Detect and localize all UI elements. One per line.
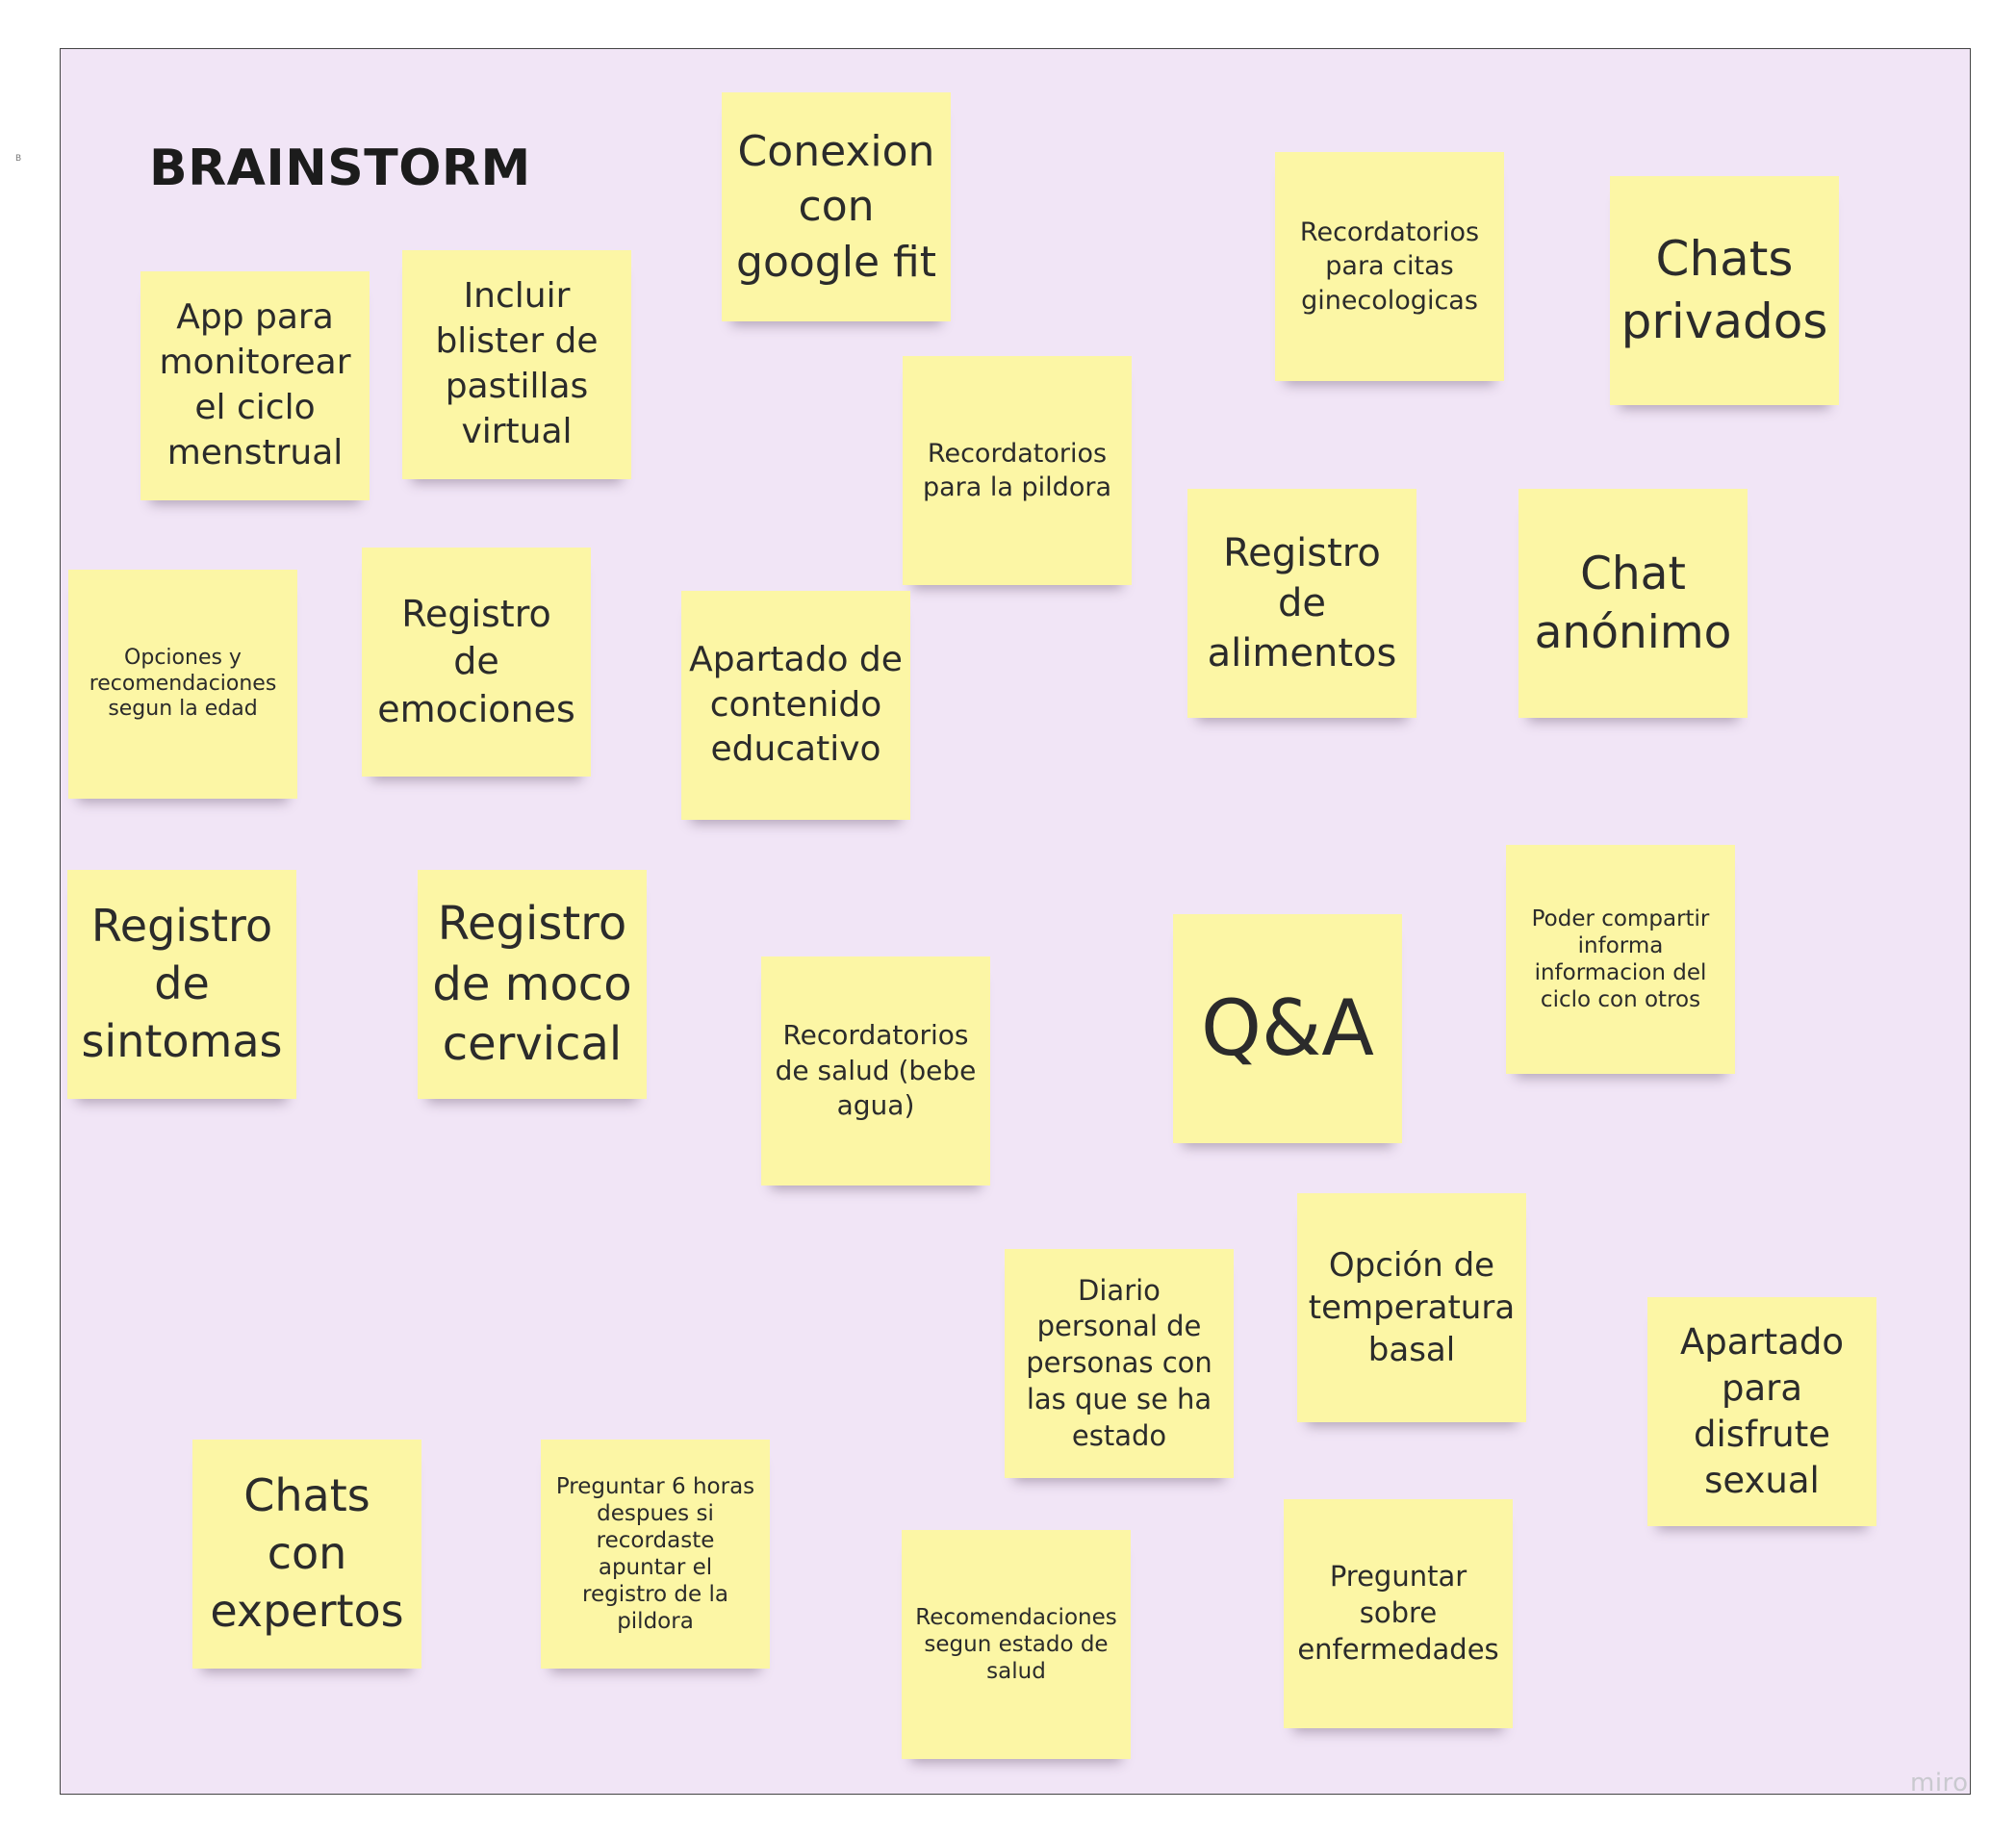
note-text: Conexion con google fit xyxy=(736,127,936,287)
sticky-note-qa[interactable]: Q&A xyxy=(1173,914,1402,1143)
sticky-note-recordatorios-citas[interactable]: Recordatorios para citas ginecologicas xyxy=(1275,152,1504,381)
note-text: Recomendaciones segun estado de salud xyxy=(915,1604,1117,1685)
note-text: Q&A xyxy=(1200,983,1375,1073)
note-text: Opción de temperatura basal xyxy=(1308,1245,1516,1370)
note-text: Recordatorios para la pildora xyxy=(923,438,1111,502)
note-text: Recordatorios de salud (bebe agua) xyxy=(775,1019,977,1122)
sticky-note-chats-expertos[interactable]: Chats con expertos xyxy=(192,1440,421,1669)
sticky-note-chats-privados[interactable]: Chats privados xyxy=(1610,176,1839,405)
sticky-note-recordatorios-pildora[interactable]: Recordatorios para la pildora xyxy=(903,356,1132,585)
note-text: Opciones y recomendaciones segun la edad xyxy=(89,645,277,722)
note-text: Diario personal de personas con las que … xyxy=(1026,1273,1212,1452)
note-text: Recordatorios para citas ginecologicas xyxy=(1299,217,1480,316)
note-text: Chats con expertos xyxy=(210,1469,404,1637)
note-text: Registro de moco cervical xyxy=(432,897,632,1072)
sticky-note-google-fit[interactable]: Conexion con google fit xyxy=(722,92,951,321)
note-text: Poder compartir informa informacion del … xyxy=(1531,905,1710,1013)
note-text: Preguntar 6 horas despues si recordaste … xyxy=(555,1473,755,1635)
sticky-note-preguntar-enfermedades[interactable]: Preguntar sobre enfermedades xyxy=(1284,1499,1513,1728)
note-text: Apartado para disfrute sexual xyxy=(1680,1320,1844,1502)
note-text: Registro de alimentos xyxy=(1207,531,1397,676)
sticky-note-registro-sintomas[interactable]: Registro de sintomas xyxy=(67,870,296,1099)
sticky-note-chat-anonimo[interactable]: Chat anónimo xyxy=(1518,489,1748,718)
sticky-note-disfrute-sexual[interactable]: Apartado para disfrute sexual xyxy=(1647,1297,1876,1526)
note-text: Registro de sintomas xyxy=(81,900,283,1067)
note-text: Preguntar sobre enfermedades xyxy=(1297,1560,1499,1666)
note-text: Incluir blister de pastillas virtual xyxy=(435,276,599,451)
sticky-note-compartir-ciclo[interactable]: Poder compartir informa informacion del … xyxy=(1506,845,1735,1074)
sticky-note-recordatorios-salud[interactable]: Recordatorios de salud (bebe agua) xyxy=(761,956,990,1186)
sticky-note-blister-virtual[interactable]: Incluir blister de pastillas virtual xyxy=(402,250,631,479)
sticky-note-registro-alimentos[interactable]: Registro de alimentos xyxy=(1187,489,1416,718)
miro-logo: miro xyxy=(1910,1769,1969,1798)
sticky-note-app-monitor[interactable]: App para monitorear el ciclo menstrual xyxy=(140,271,370,500)
sticky-note-registro-emociones[interactable]: Registro de emociones xyxy=(362,548,591,777)
note-text: Chats privados xyxy=(1620,231,1828,349)
sticky-note-temperatura-basal[interactable]: Opción de temperatura basal xyxy=(1297,1193,1526,1422)
sticky-note-preguntar-6-horas[interactable]: Preguntar 6 horas despues si recordaste … xyxy=(541,1440,770,1669)
note-text: Registro de emociones xyxy=(377,592,575,730)
note-text: App para monitorear el ciclo menstrual xyxy=(159,297,351,472)
sticky-note-recomendaciones-salud[interactable]: Recomendaciones segun estado de salud xyxy=(902,1530,1131,1759)
board-title: BRAINSTORM xyxy=(149,140,531,197)
sticky-note-opciones-edad[interactable]: Opciones y recomendaciones segun la edad xyxy=(68,570,297,799)
sticky-note-contenido-educativo[interactable]: Apartado de contenido educativo xyxy=(681,591,910,820)
frame-tag-label: B xyxy=(15,154,22,164)
sticky-note-diario-personal[interactable]: Diario personal de personas con las que … xyxy=(1005,1249,1234,1478)
note-text: Apartado de contenido educativo xyxy=(689,639,903,770)
sticky-note-registro-moco[interactable]: Registro de moco cervical xyxy=(418,870,647,1099)
note-text: Chat anónimo xyxy=(1534,547,1732,659)
